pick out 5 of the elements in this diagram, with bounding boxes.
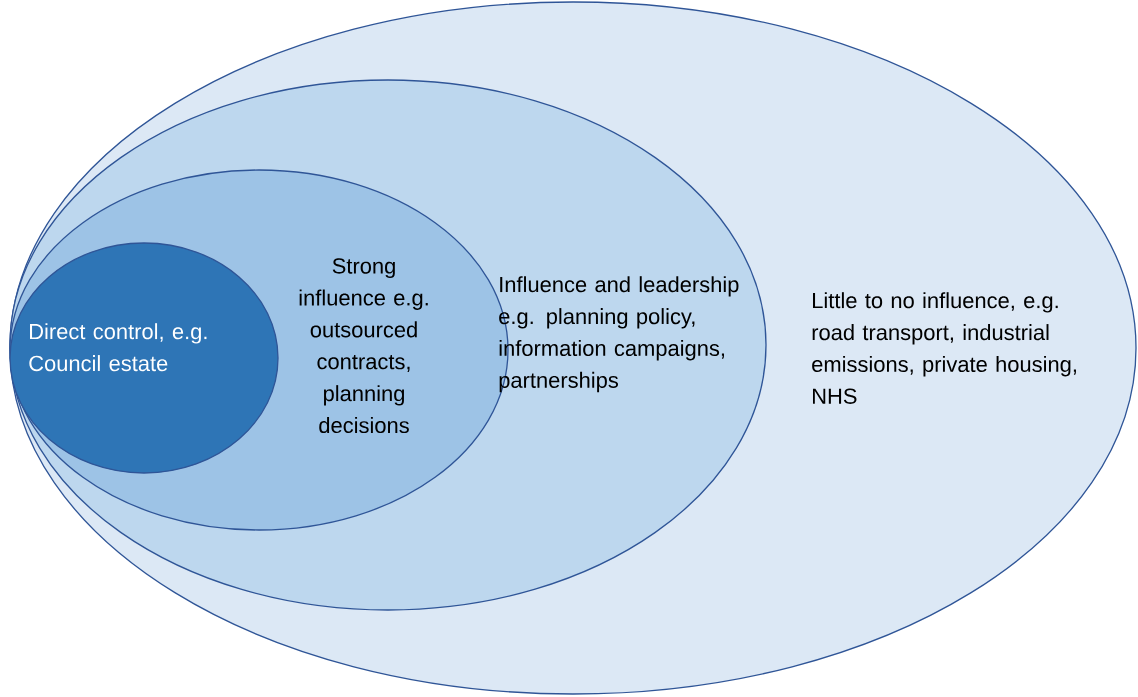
ellipse-label: Strong influence e.g. outsourced contracts, planning decisions — [299, 258, 428, 434]
ellipse-label: Influence and leadership e.g. planning policy, information campaigns, partnerships — [499, 276, 739, 393]
ellipse — [9, 242, 279, 474]
ellipse-label: Little to no influence, e.g. road transport, industrial emissions, private housing, NHS — [812, 292, 1076, 404]
ellipse-label: Direct control, e.g. Council estate — [29, 323, 207, 372]
